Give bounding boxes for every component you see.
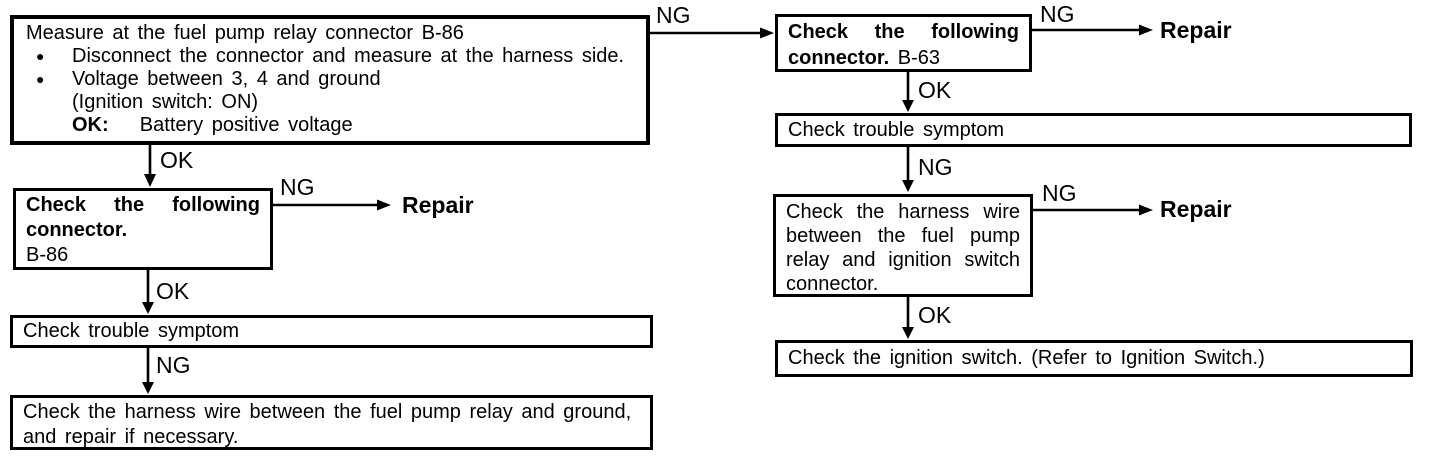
step-text-line2: and repair if necessary. — [23, 426, 239, 448]
step-action: Check the following connector. — [788, 21, 1019, 69]
arrowhead-right-icon — [1139, 24, 1153, 36]
step-text: Check trouble symptom — [23, 320, 240, 342]
repair-terminal-top-right: Repair — [1160, 17, 1232, 43]
arrowhead-down-icon — [142, 382, 154, 394]
edge-label-ng-b86-to-repair: NG — [280, 174, 315, 200]
step-measure-fuel-pump-relay: Measure at the fuel pump relay connector… — [10, 15, 650, 145]
step-text-line1: Check the harness wire between the fuel … — [23, 401, 632, 423]
arrowhead-right-icon — [760, 27, 774, 39]
step-check-connector-b86: Check the following connector. B-86 — [13, 188, 273, 270]
step-check-connector-b63: Check the following connector. B-63 — [775, 14, 1032, 72]
arrowhead-down-icon — [902, 100, 914, 112]
bullet-text: Disconnect the connector and measure at … — [72, 45, 625, 67]
step-title: Measure at the fuel pump relay connector… — [26, 22, 464, 44]
edge-label-ok-measure-to-b86: OK — [160, 147, 194, 173]
edge-label-ok-harness2-to-ignition: OK — [918, 302, 952, 328]
edge-label-ng-measure-to-b63: NG — [656, 2, 691, 28]
edge-label-ok-b63-to-trouble: OK — [918, 77, 952, 103]
step-check-ignition-switch: Check the ignition switch. (Refer to Ign… — [775, 340, 1413, 377]
bullet-text: Voltage between 3, 4 and ground (Ignitio… — [72, 68, 638, 137]
edge-label-ok-b86-to-trouble: OK — [156, 278, 190, 304]
bullet-icon: ● — [36, 71, 45, 87]
step-check-harness-ignition: Check the harness wire between the fuel … — [773, 194, 1033, 297]
connector-code: B-86 — [26, 244, 69, 266]
arrowhead-down-icon — [902, 327, 914, 339]
bullet-item: ● Disconnect the connector and measure a… — [26, 45, 638, 68]
edge-label-ng-trouble-to-harness: NG — [156, 352, 191, 378]
step-check-trouble-symptom-left: Check trouble symptom — [10, 315, 653, 348]
step-text: Check the ignition switch. (Refer to Ign… — [788, 347, 1265, 369]
arrowhead-down-icon — [142, 302, 154, 314]
bullet-icon: ● — [36, 48, 45, 64]
step-check-harness-ground: Check the harness wire between the fuel … — [10, 395, 653, 450]
ok-criteria-value: Battery positive voltage — [139, 114, 353, 136]
arrowhead-down-icon — [902, 180, 914, 192]
edge-label-ng-harness2-to-repair: NG — [1042, 180, 1077, 206]
bullet-item: ● Voltage between 3, 4 and ground (Ignit… — [26, 68, 638, 137]
step-check-trouble-symptom-right: Check trouble symptom — [775, 113, 1412, 147]
condition-note: (Ignition switch: ON) — [72, 91, 259, 113]
repair-terminal-left: Repair — [402, 192, 474, 218]
edge-label-ng-b63-to-repair: NG — [1040, 1, 1075, 27]
arrowhead-down-icon — [144, 174, 156, 187]
arrowhead-right-icon — [377, 199, 391, 211]
edge-label-ng-trouble-to-harness2: NG — [918, 154, 953, 180]
repair-terminal-right: Repair — [1160, 196, 1232, 222]
bullet-text-line: Voltage between 3, 4 and ground — [72, 68, 381, 90]
arrowhead-right-icon — [1139, 204, 1153, 216]
ok-criteria-key: OK: — [72, 114, 109, 136]
connector-code: B-63 — [897, 47, 940, 69]
step-text: Check trouble symptom — [788, 118, 1005, 141]
step-action: Check the following connector. — [26, 194, 260, 241]
step-text: Check the harness wire between the fuel … — [786, 201, 1020, 295]
